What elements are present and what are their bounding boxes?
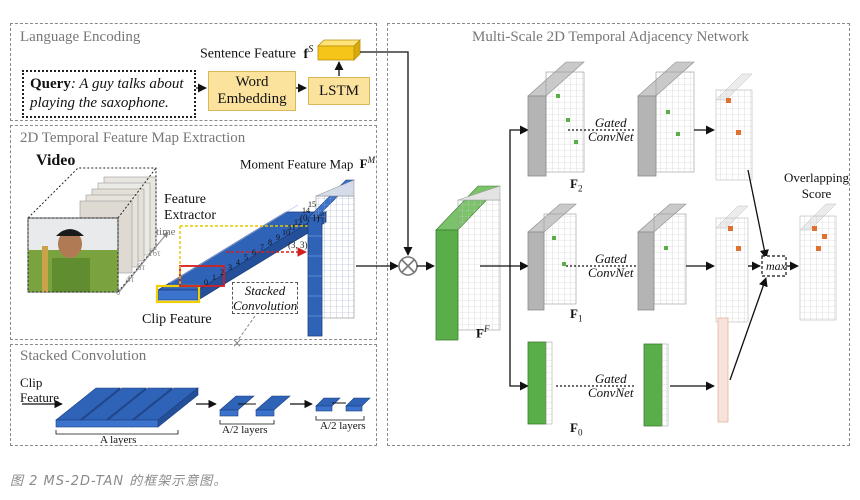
ff-feature-map	[435, 185, 501, 341]
f2-feature-map	[527, 61, 585, 177]
tick-0: 0	[116, 287, 121, 297]
f1-label: F1	[570, 306, 583, 324]
max-label: max	[766, 259, 786, 273]
coord-01-label: (0, 1)	[300, 213, 320, 223]
f0-gated-output	[643, 343, 669, 427]
diag-num: 8	[268, 238, 272, 247]
stacked-convolution-title: Stacked Convolution	[20, 348, 147, 364]
stacked-conv-half-2	[315, 397, 371, 412]
video-label: Video	[36, 152, 76, 169]
f2-score-grid	[715, 73, 753, 181]
stack-clip-feature-label: Clip Feature	[20, 375, 59, 405]
clip-feature-highlight	[155, 284, 201, 304]
video-frames	[27, 167, 157, 293]
time-axis	[119, 231, 169, 292]
diag-num: 15	[308, 200, 316, 209]
ff-label: FF	[476, 324, 490, 341]
fusion-icon	[398, 256, 418, 276]
stacked-conv-a-layers	[55, 387, 199, 428]
f0-feature-map	[527, 341, 553, 425]
feature-extractor-label: Feature Extractor	[164, 192, 217, 223]
a-layers-brace	[55, 430, 179, 435]
f1-feature-map	[527, 203, 577, 311]
diag-num: 7	[260, 243, 264, 252]
language-encoding-title: Language Encoding	[20, 29, 141, 45]
diag-num: 2	[220, 268, 224, 277]
diag-num: 5	[244, 253, 248, 262]
tick-16t: 16τ	[148, 248, 161, 258]
query-box: Query: A guy talks about playing the sax…	[22, 70, 196, 118]
network-title: Multi-Scale 2D Temporal Adjacency Networ…	[472, 29, 749, 45]
overlapping-score-grid	[799, 203, 837, 321]
clip-feature-label: Clip Feature	[142, 312, 212, 327]
lstm-label: LSTM	[318, 82, 359, 99]
feature-map-title: 2D Temporal Feature Map Extraction	[20, 130, 246, 146]
stacked-convolution-panel	[10, 344, 377, 446]
diag-num: 3	[228, 263, 232, 272]
diag-num: 4	[236, 258, 240, 267]
diag-num: 10	[282, 228, 290, 237]
moment-map-label: Moment Feature Map FM	[240, 155, 376, 172]
max-box	[761, 255, 787, 277]
network-panel	[387, 23, 850, 446]
word-embedding-box: Word Embedding	[208, 71, 296, 111]
svg-text:×: ×	[232, 336, 242, 350]
figure-caption: 图 2 MS-2D-TAN 的框架示意图。	[10, 474, 228, 489]
clip-diagonal	[156, 204, 328, 301]
coord-33-label: (3, 3)	[288, 240, 308, 250]
diag-num: 0	[204, 278, 208, 287]
diag-num: 6	[252, 248, 256, 257]
half-layers-label-2: A/2 layers	[320, 420, 366, 432]
f1-gated-output	[637, 203, 687, 311]
word-embedding-label: Word Embedding	[217, 74, 287, 107]
diag-num: 12	[294, 218, 302, 227]
a-layers-label: A layers	[100, 434, 137, 446]
feature-map-panel	[10, 125, 377, 340]
arrow-sentence-to-fusion	[360, 51, 413, 256]
sentence-feature-label: Sentence Feature fS	[200, 44, 314, 62]
f2-label: F2	[570, 176, 583, 194]
lstm-box: LSTM	[308, 77, 370, 105]
f0-label: F0	[570, 420, 583, 438]
diag-num: 11	[288, 223, 296, 232]
query-label: Query	[30, 76, 71, 92]
query-text: : A guy talks about playing the saxophon…	[30, 76, 184, 111]
moment-feature-map	[307, 179, 355, 337]
f1-score-grid	[715, 205, 749, 323]
stacked-conv-box: Stacked Convolution	[232, 282, 298, 314]
stacked-conv-half-1	[219, 395, 291, 417]
f0-score-column	[717, 317, 729, 423]
sentence-feature-block	[317, 39, 361, 61]
time-label: time	[156, 226, 176, 238]
language-encoding-panel	[10, 23, 377, 121]
diag-num: 9	[276, 233, 280, 242]
diag-num: 14	[302, 206, 310, 215]
half-layers-label-1: A/2 layers	[222, 424, 268, 436]
f2-gated-output	[637, 61, 695, 177]
diag-num: 1	[212, 273, 216, 282]
tick-4t: 4τ	[126, 274, 135, 284]
tick-8t: 8τ	[137, 262, 146, 272]
